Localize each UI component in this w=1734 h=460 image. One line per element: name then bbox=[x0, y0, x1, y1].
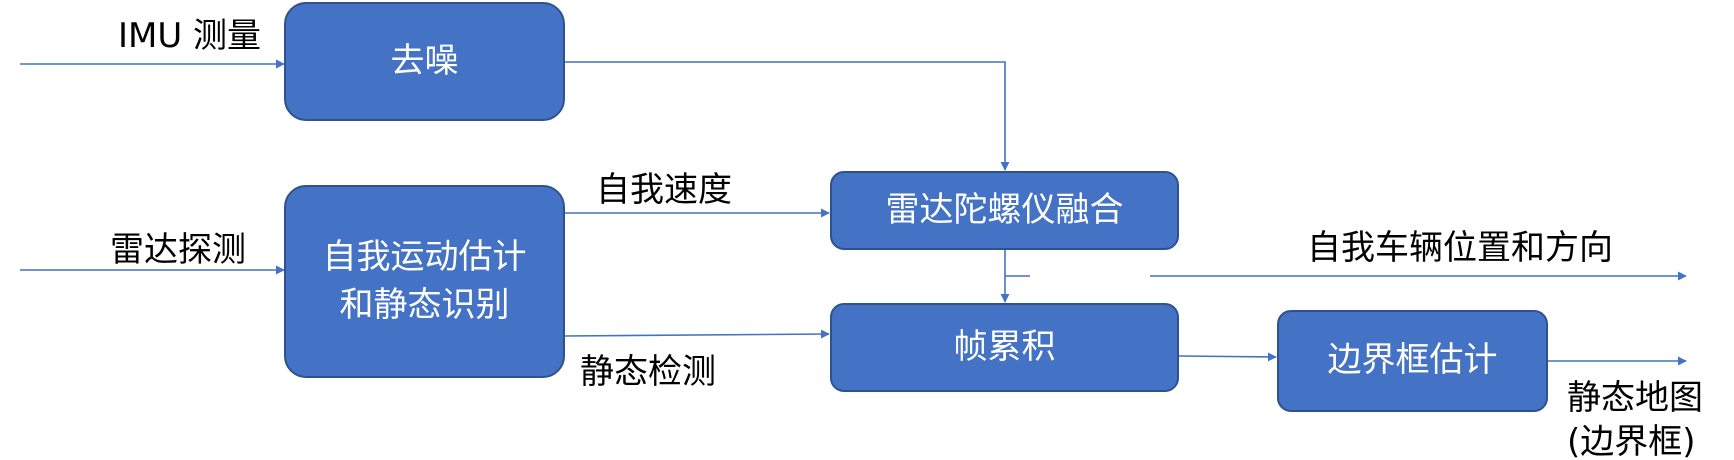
static-detection-label: 静态检测 bbox=[580, 352, 716, 392]
arrow-static-to-accumulation bbox=[564, 329, 830, 339]
ego-velocity-label: 自我速度 bbox=[596, 170, 732, 210]
bbox-estimation-box: 边界框估计 bbox=[1277, 310, 1548, 412]
bbox-estimation-label: 边界框估计 bbox=[1327, 340, 1498, 381]
frame-accumulation-label: 帧累积 bbox=[953, 326, 1056, 367]
frame-accumulation-box: 帧累积 bbox=[830, 303, 1179, 392]
ego-motion-text: 自我运动估计 和静态识别 bbox=[323, 234, 527, 329]
line-crossing-gap bbox=[1030, 268, 1150, 282]
imu-input-label: IMU 测量 bbox=[118, 16, 262, 56]
arrow-accumulation-to-bbox bbox=[1178, 352, 1277, 362]
ego-motion-label-line-2: 和静态识别 bbox=[339, 284, 510, 325]
static-map-output-line-1: 静态地图 bbox=[1567, 378, 1703, 418]
ego-motion-label-line-1: 自我运动估计 bbox=[322, 236, 527, 277]
ego-motion-box: 自我运动估计 和静态识别 bbox=[284, 185, 565, 378]
radar-gyro-fusion-box: 雷达陀螺仪融合 bbox=[830, 171, 1179, 250]
static-map-output-label: 静态地图 (边界框) bbox=[1567, 376, 1703, 460]
arrow-denoise-to-fusion bbox=[565, 61, 1010, 171]
radar-gyro-fusion-label: 雷达陀螺仪融合 bbox=[885, 189, 1124, 230]
denoise-label: 去噪 bbox=[390, 40, 459, 81]
ego-pose-output-label: 自我车辆位置和方向 bbox=[1307, 228, 1613, 268]
radar-input-label: 雷达探测 bbox=[110, 230, 246, 270]
static-map-output-line-2: (边界框) bbox=[1567, 422, 1696, 460]
denoise-box: 去噪 bbox=[284, 2, 565, 121]
